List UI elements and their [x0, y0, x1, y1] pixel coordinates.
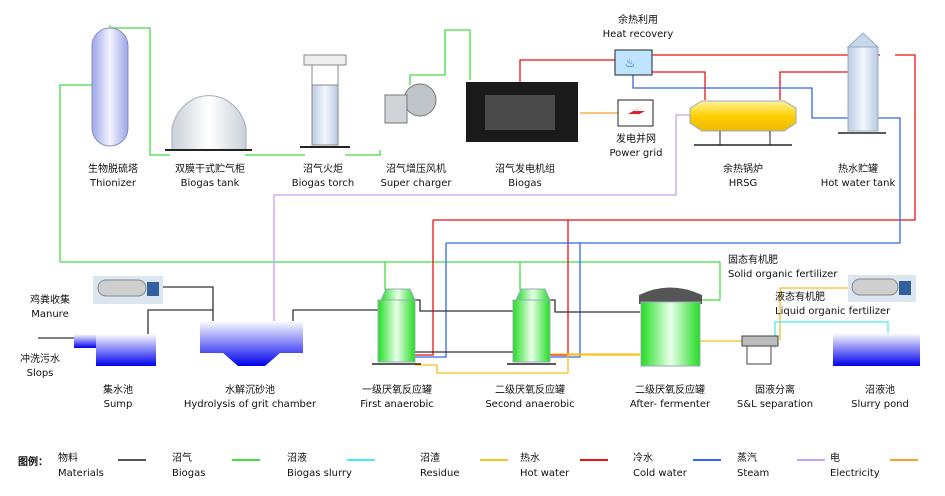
legend-label-cn: 冷水 [633, 451, 653, 464]
manure-input: 鸡粪收集 Manure [30, 293, 70, 320]
legend-label-en: Cold water [633, 468, 688, 479]
biogas-tank[interactable]: 双膜干式贮气柜 Biogas tank [165, 95, 252, 189]
svg-text:Hot water tank: Hot water tank [821, 178, 896, 189]
svg-text:Slurry pond: Slurry pond [851, 399, 909, 410]
svg-text:S&L separation: S&L separation [737, 399, 813, 410]
svg-text:鸡粪收集: 鸡粪收集 [30, 293, 70, 306]
legend-label-cn: 沼液 [287, 451, 307, 464]
svg-text:Biogas: Biogas [508, 178, 541, 189]
material-pipe [38, 286, 640, 353]
hrsg[interactable]: 余热锅炉 HRSG [689, 100, 797, 189]
svg-text:Solid organic fertilizer: Solid organic fertilizer [728, 269, 838, 280]
thionizer[interactable]: 生物脱硫塔 Thionizer [88, 27, 138, 189]
svg-text:沼气发电机组: 沼气发电机组 [495, 162, 555, 175]
legend-item: 蒸汽 Steam [737, 451, 825, 479]
legend-label-cn: 沼渣 [420, 451, 440, 464]
slops-input: 冲洗污水 Slops [20, 352, 60, 379]
pipelines [38, 25, 916, 374]
legend-label-cn: 热水 [520, 451, 540, 464]
svg-text:沼气火炬: 沼气火炬 [303, 162, 343, 175]
super-charger[interactable]: 沼气增压风机 Super charger [381, 83, 453, 189]
legend-label-en: Biogas [172, 468, 205, 479]
svg-text:生物脱硫塔: 生物脱硫塔 [88, 162, 138, 175]
svg-text:沼气增压风机: 沼气增压风机 [386, 162, 446, 175]
legend-item: 电 Electricity [830, 451, 918, 479]
hot-water-tank[interactable]: 热水贮罐 Hot water tank [821, 32, 896, 189]
heat-recovery[interactable]: ♨ 余热利用 Heat recovery [603, 13, 674, 76]
biogas-torch[interactable]: 沼气火炬 Biogas torch [292, 54, 354, 189]
legend-label-cn: 沼气 [172, 451, 192, 464]
legend-item: 沼渣 Residue [420, 451, 508, 479]
legend-label-en: Biogas slurry [287, 468, 352, 479]
svg-text:一级厌氧反应罐: 一级厌氧反应罐 [362, 383, 432, 396]
svg-text:二级厌氧反应罐: 二级厌氧反应罐 [495, 383, 565, 396]
lightning-icon [622, 103, 648, 124]
svg-text:Second anaerobic: Second anaerobic [485, 399, 574, 410]
svg-text:Slops: Slops [27, 368, 54, 379]
legend-item: 冷水 Cold water [633, 451, 721, 479]
residue-pipe [415, 287, 848, 374]
svg-text:HRSG: HRSG [729, 178, 758, 189]
svg-text:Thionizer: Thionizer [89, 178, 137, 189]
legend: 图例： 物料 Materials 沼气 Biogas 沼液 Biogas slurry 沼渣… [18, 451, 918, 479]
steam-pipe [273, 114, 690, 330]
svg-text:First anaerobic: First anaerobic [360, 399, 434, 410]
svg-text:Sump: Sump [104, 399, 133, 410]
svg-text:Biogas torch: Biogas torch [292, 178, 354, 189]
legend-label-cn: 物料 [58, 451, 78, 464]
svg-text:Liquid organic fertilizer: Liquid organic fertilizer [775, 306, 891, 317]
svg-text:集水池: 集水池 [103, 383, 133, 396]
solid-fertilizer-output: 固态有机肥 Solid organic fertilizer [728, 253, 838, 280]
biogas-generator[interactable]: 沼气发电机组 Biogas [466, 82, 578, 189]
svg-text:水解沉砂池: 水解沉砂池 [225, 383, 275, 396]
legend-label-en: Residue [420, 468, 459, 479]
legend-item: 物料 Materials [58, 451, 146, 479]
biogas-pipe [59, 25, 721, 301]
after-fermenter[interactable]: 二级厌氧反应罐 After- fermenter [630, 287, 711, 411]
legend-label-en: Steam [737, 468, 769, 479]
hydrolysis-chamber[interactable]: 水解沉砂池 Hydrolysis of grit chamber [184, 321, 317, 410]
legend-label-en: Hot water [520, 468, 570, 479]
legend-label-cn: 电 [830, 451, 840, 464]
slurry-pipe [774, 321, 889, 348]
svg-text:双膜干式贮气柜: 双膜干式贮气柜 [175, 162, 245, 175]
svg-text:冲洗污水: 冲洗污水 [20, 352, 60, 365]
legend-item: 热水 Hot water [520, 451, 608, 479]
svg-text:二级厌氧反应罐: 二级厌氧反应罐 [635, 383, 705, 396]
hot-water-pipe [415, 54, 916, 356]
svg-text:固液分离: 固液分离 [755, 383, 795, 396]
second-anaerobic-reactor[interactable]: 二级厌氧反应罐 Second anaerobic [485, 288, 575, 410]
svg-text:Biogas tank: Biogas tank [181, 178, 240, 189]
svg-text:Heat recovery: Heat recovery [603, 29, 674, 40]
heat-icon: ♨ [625, 56, 636, 70]
slurry-pond[interactable]: 沼液池 Slurry pond [833, 333, 920, 410]
svg-text:Power grid: Power grid [610, 148, 663, 159]
sl-separator[interactable]: 固液分离 S&L separation [737, 335, 813, 410]
svg-text:液态有机肥: 液态有机肥 [775, 290, 825, 303]
svg-text:Hydrolysis of grit chamber: Hydrolysis of grit chamber [184, 399, 317, 410]
svg-text:Manure: Manure [31, 309, 68, 320]
svg-text:热水贮罐: 热水贮罐 [838, 162, 878, 175]
svg-text:发电并网: 发电并网 [616, 132, 656, 145]
svg-text:Super charger: Super charger [381, 178, 453, 189]
sump[interactable]: 集水池 Sump [74, 334, 156, 410]
legend-item: 沼液 Biogas slurry [287, 451, 375, 479]
svg-text:图例：: 图例： [18, 455, 48, 468]
svg-text:余热利用: 余热利用 [618, 13, 658, 26]
liquid-fertilizer-output: 液态有机肥 Liquid organic fertilizer [775, 290, 891, 317]
cold-water-pipe [415, 75, 901, 358]
legend-item: 沼气 Biogas [172, 451, 260, 479]
power-grid[interactable]: 发电并网 Power grid [610, 99, 663, 159]
legend-label-en: Materials [58, 468, 104, 479]
svg-text:沼液池: 沼液池 [865, 383, 895, 396]
svg-text:固态有机肥: 固态有机肥 [728, 253, 778, 266]
fertilizer-truck [848, 275, 916, 302]
legend-label-cn: 蒸汽 [737, 451, 757, 464]
first-anaerobic-reactor[interactable]: 一级厌氧反应罐 First anaerobic [360, 288, 434, 410]
svg-text:余热锅炉: 余热锅炉 [723, 162, 763, 175]
manure-truck [93, 276, 163, 304]
svg-text:After- fermenter: After- fermenter [630, 399, 711, 410]
legend-label-en: Electricity [830, 468, 880, 479]
